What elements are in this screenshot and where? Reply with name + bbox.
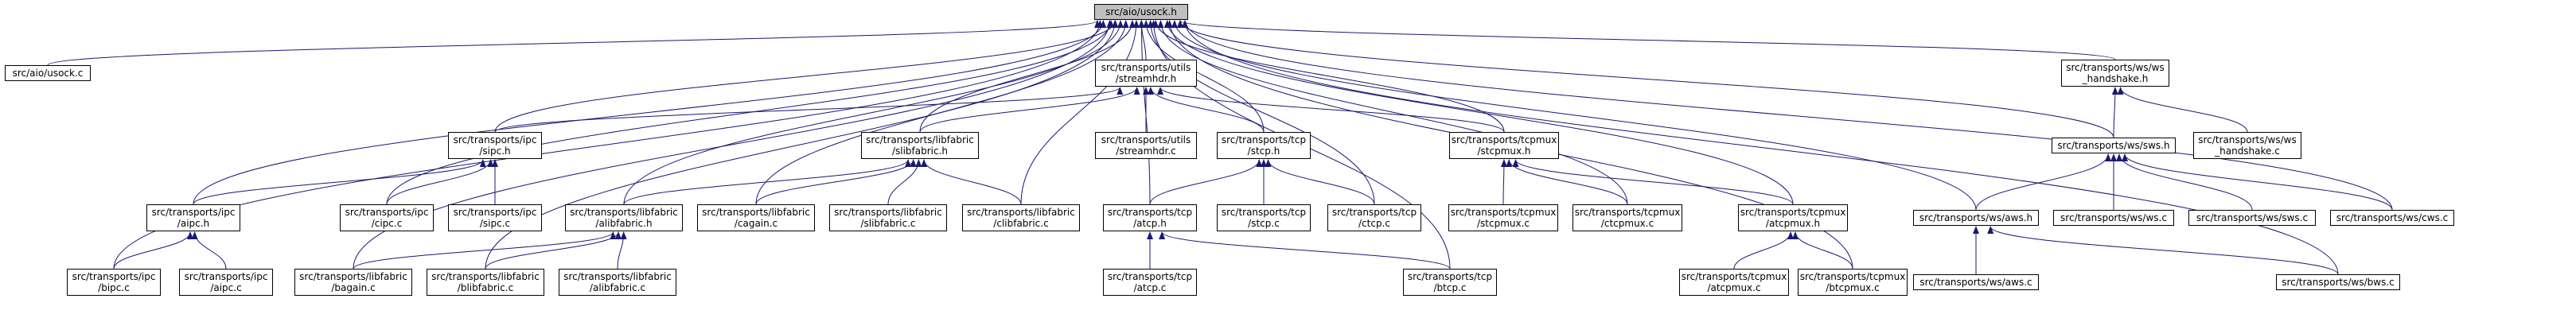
node-stcp-c[interactable]: src/transports/tcp/stcp.c — [1217, 204, 1311, 231]
node-cagain-c[interactable]: src/transports/libfabric/cagain.c — [697, 204, 815, 231]
node-bws-c[interactable]: src/transports/ws/bws.c — [2276, 274, 2400, 290]
node-atcpmux-c[interactable]: src/transports/tcpmux/atcpmux.c — [1679, 269, 1789, 296]
node-cipc-c[interactable]: src/transports/ipc/cipc.c — [340, 204, 434, 231]
edge-n23-n0 — [1163, 20, 1794, 205]
node-atcp-c[interactable]: src/transports/tcp/atcp.c — [1103, 269, 1197, 296]
node-src-aio-usock-h[interactable]: src/aio/usock.h — [1094, 4, 1188, 20]
node-ws-c[interactable]: src/transports/ws/ws.c — [2053, 210, 2174, 226]
node-slibfabric-h[interactable]: src/transports/libfabric/slibfabric.h — [861, 132, 979, 159]
edge-n9-n3 — [2111, 87, 2118, 138]
edge-n14-n0 — [623, 20, 1124, 205]
edge-n16-n5 — [887, 159, 922, 205]
edge-n31-n0 — [485, 20, 1118, 270]
node-stcpmux-h[interactable]: src/transports/tcpmux/stcpmux.h — [1449, 132, 1559, 159]
node-stcpmux-c[interactable]: src/transports/tcpmux/stcpmux.c — [1448, 204, 1558, 231]
edge-n29-n11 — [191, 231, 227, 270]
node-atcp-h[interactable]: src/transports/tcp/atcp.h — [1103, 204, 1197, 231]
node-bagain-c[interactable]: src/transports/libfabric/bagain.c — [294, 269, 412, 296]
node-aws-c[interactable]: src/transports/ws/aws.c — [1913, 274, 2039, 290]
edge-n8-n2 — [1157, 87, 1505, 133]
edge-n27-n9 — [2122, 153, 2393, 211]
edge-n9-n0 — [1177, 20, 2114, 138]
edge-n36-n23 — [1792, 231, 1853, 270]
edge-n24-n9 — [1975, 153, 2112, 211]
edge-n38-n0 — [1182, 20, 2339, 275]
node-sipc-h[interactable]: src/transports/ipc/sipc.h — [448, 132, 542, 159]
node-cws-c[interactable]: src/transports/ws/cws.c — [2330, 210, 2454, 226]
node-streamhdr-c[interactable]: src/transports/utils/streamhdr.c — [1095, 132, 1197, 159]
edge-n21-n8 — [1500, 159, 1507, 205]
node-btcpmux-c[interactable]: src/transports/tcpmux/btcpmux.c — [1798, 269, 1908, 296]
edge-n38-n24 — [1987, 226, 2339, 275]
edge-n7-n0 — [1143, 20, 1265, 133]
node-clibfabric-c[interactable]: src/transports/libfabric/clibfabric.c — [962, 204, 1080, 231]
node-aipc-h[interactable]: src/transports/ipc/aipc.h — [146, 204, 240, 231]
edge-n17-n5 — [921, 159, 1022, 205]
node-sws-h[interactable]: src/transports/ws/sws.h — [2052, 138, 2176, 153]
edge-n4-n2 — [494, 87, 1123, 133]
edge-n20-n7 — [1265, 159, 1375, 205]
node-ctcpmux-c[interactable]: src/transports/tcpmux/ctcpmux.c — [1572, 204, 1682, 231]
node-src-aio-usock-c[interactable]: src/aio/usock.c — [5, 65, 91, 81]
node-aws-h[interactable]: src/transports/ws/aws.h — [1913, 210, 2039, 226]
node-alibfabric-h[interactable]: src/transports/libfabric/alibfabric.h — [565, 204, 683, 231]
node-slibfabric-c[interactable]: src/transports/libfabric/slibfabric.c — [829, 204, 947, 231]
edge-n32-n14 — [617, 231, 627, 270]
edge-n17-n0 — [1020, 20, 1140, 205]
node-ws-handshake-c[interactable]: src/transports/ws/ws_handshake.c — [2193, 132, 2301, 159]
edge-n7-n2 — [1147, 87, 1265, 133]
edge-n28-n11 — [113, 231, 193, 270]
edge-n8-n0 — [1152, 20, 1505, 133]
node-sipc-c[interactable]: src/transports/ipc/sipc.c — [448, 204, 542, 231]
node-blibfabric-c[interactable]: src/transports/libfabric/blibfabric.c — [427, 269, 544, 296]
edge-n3-n0 — [1177, 20, 2116, 60]
node-aipc-c[interactable]: src/transports/ipc/aipc.c — [179, 269, 273, 296]
edge-n26-n9 — [2116, 153, 2253, 211]
node-ctcp-c[interactable]: src/transports/tcp/ctcp.c — [1327, 204, 1421, 231]
node-ws-handshake-h[interactable]: src/transports/ws/ws_handshake.h — [2061, 60, 2169, 87]
edge-n24-n0 — [1171, 20, 1977, 211]
edge-n4-n0 — [494, 20, 1119, 133]
node-bipc-c[interactable]: src/transports/ipc/bipc.c — [67, 269, 161, 296]
edge-n1-n0 — [47, 20, 1101, 66]
edge-n22-n0 — [1157, 20, 1628, 205]
edge-n14-n5 — [623, 159, 911, 205]
node-streamhdr-h[interactable]: src/transports/utils/streamhdr.h — [1095, 60, 1197, 87]
edge-n23-n8 — [1512, 159, 1794, 205]
edge-n34-n18 — [1159, 231, 1451, 270]
edge-n5-n2 — [919, 87, 1140, 133]
edge-n27-n0 — [1182, 20, 2393, 211]
edge-n35-n23 — [1733, 231, 1795, 270]
edge-n11-n4 — [193, 159, 486, 205]
edge-n5-n0 — [919, 20, 1136, 133]
edge-n31-n14 — [485, 231, 622, 270]
edge-n30-n14 — [353, 231, 617, 270]
node-sws-c[interactable]: src/transports/ws/sws.c — [2188, 210, 2316, 226]
edge-n12-n4 — [386, 159, 494, 205]
node-btcp-c[interactable]: src/transports/tcp/btcp.c — [1403, 269, 1497, 296]
edge-n11-n0 — [193, 20, 1107, 205]
edge-n15-n5 — [755, 159, 917, 205]
edge-n18-n7 — [1149, 159, 1263, 205]
edge-n10-n3 — [2117, 87, 2248, 133]
node-atcpmux-h[interactable]: src/transports/tcpmux/atcpmux.h — [1738, 204, 1848, 231]
node-stcp-h[interactable]: src/transports/tcp/stcp.h — [1217, 132, 1311, 159]
node-alibfabric-c[interactable]: src/transports/libfabric/alibfabric.c — [559, 269, 676, 296]
